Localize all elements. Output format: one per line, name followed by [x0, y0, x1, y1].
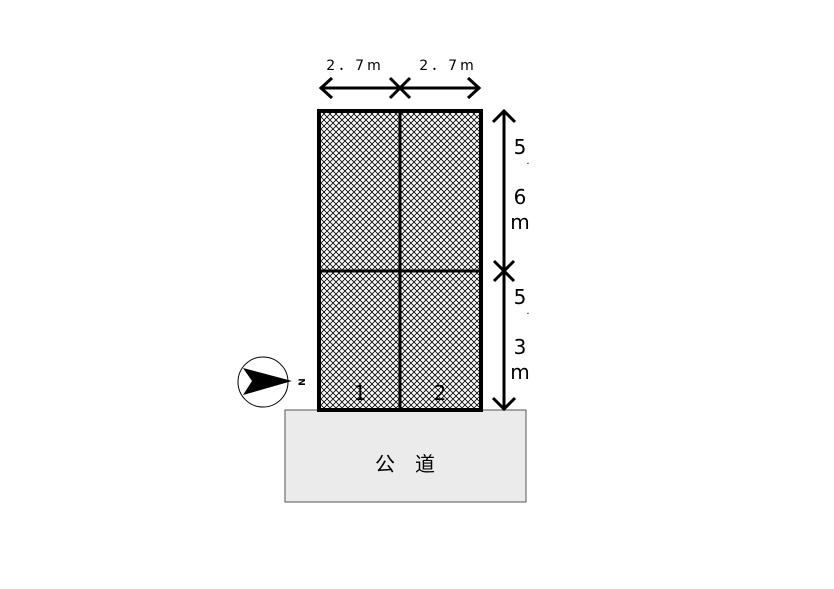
compass-label: N: [296, 378, 306, 386]
depth-label-upper: 5 . 6 m: [510, 135, 529, 234]
space-number-2: 2: [434, 381, 447, 405]
public-road: [284, 409, 527, 503]
svg-text:5: 5: [514, 135, 527, 159]
svg-text:m: m: [510, 210, 529, 234]
svg-text:m: m: [510, 360, 529, 384]
road-label: 公 道: [375, 452, 435, 476]
depth-label-lower: 5 . 3 m: [510, 285, 529, 384]
space-number-1: 1: [354, 381, 367, 405]
svg-text:5: 5: [514, 285, 527, 309]
north-arrow-icon: N: [237, 356, 306, 408]
depth-dimension: [491, 108, 517, 412]
svg-text:.: .: [526, 156, 529, 167]
width-label-right: 2．7m: [419, 58, 476, 74]
svg-text:6: 6: [514, 185, 527, 209]
width-label-left: 2．7m: [326, 58, 383, 74]
svg-text:.: .: [526, 306, 529, 317]
svg-text:3: 3: [514, 335, 527, 359]
width-dimension: [318, 76, 482, 100]
